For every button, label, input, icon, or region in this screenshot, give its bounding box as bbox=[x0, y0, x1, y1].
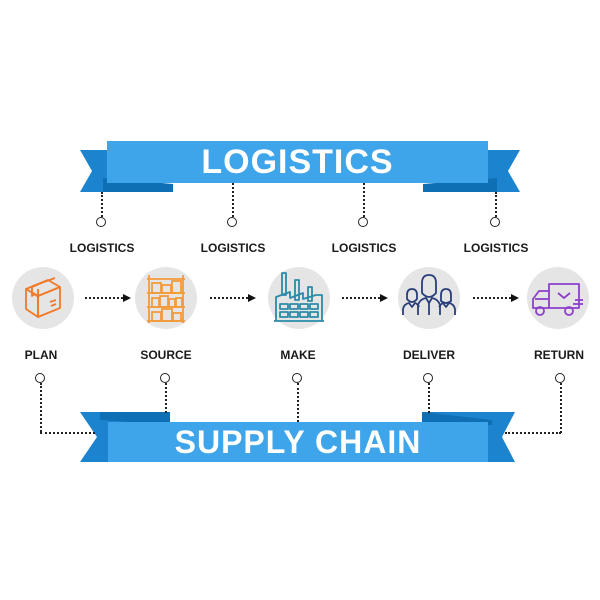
connector-node bbox=[555, 373, 565, 383]
connector-line bbox=[505, 432, 561, 434]
connector-line bbox=[495, 192, 497, 217]
step-label-source: SOURCE bbox=[140, 348, 192, 362]
connector-node bbox=[35, 373, 45, 383]
step-label-return: RETURN bbox=[534, 348, 584, 362]
step-label-deliver: DELIVER bbox=[402, 348, 455, 362]
connector-line bbox=[560, 383, 562, 433]
plan-step-icon-container bbox=[12, 267, 74, 329]
connector-node bbox=[490, 217, 500, 227]
deliver-step-icon-container bbox=[398, 267, 460, 329]
delivery-truck-icon bbox=[532, 283, 583, 316]
connector-line bbox=[101, 192, 103, 217]
supply-chain-title: SUPPLY CHAIN bbox=[174, 424, 422, 460]
step-label-plan: PLAN bbox=[24, 348, 58, 362]
connector-node bbox=[292, 373, 302, 383]
connector-node bbox=[423, 373, 433, 383]
logistics-label: LOGISTICS bbox=[200, 241, 266, 255]
logistics-title: LOGISTICS bbox=[201, 143, 394, 181]
connector-line bbox=[165, 383, 167, 413]
connector-line bbox=[428, 383, 430, 413]
flow-arrow bbox=[85, 294, 131, 302]
return-step-icon-container bbox=[527, 267, 589, 329]
connector-line bbox=[232, 183, 234, 217]
bottom-ribbon-left-fold bbox=[100, 412, 170, 425]
connector-line bbox=[363, 183, 365, 217]
logistics-label: LOGISTICS bbox=[463, 241, 529, 255]
step-label-make: MAKE bbox=[280, 348, 316, 362]
flow-arrow bbox=[473, 294, 519, 302]
warehouse-shelves-icon bbox=[147, 275, 185, 323]
connector-line bbox=[40, 383, 42, 432]
flow-arrow bbox=[210, 294, 256, 302]
connector-node bbox=[227, 217, 237, 227]
connector-node bbox=[96, 217, 106, 227]
source-step-icon-container bbox=[135, 267, 197, 329]
connector-node bbox=[358, 217, 368, 227]
connector-line bbox=[40, 432, 95, 434]
bottom-ribbon-main bbox=[108, 422, 488, 462]
factory-icon bbox=[274, 272, 324, 322]
team-people-icon bbox=[402, 274, 456, 315]
connector-line bbox=[297, 383, 299, 422]
flow-arrow bbox=[342, 294, 388, 302]
ribbon-main bbox=[107, 141, 488, 183]
box-icon bbox=[25, 277, 61, 318]
logistics-label: LOGISTICS bbox=[69, 241, 135, 255]
bottom-ribbon-right-fold bbox=[422, 412, 492, 425]
make-step-icon-container bbox=[268, 267, 330, 329]
connector-node bbox=[160, 373, 170, 383]
logistics-label: LOGISTICS bbox=[331, 241, 397, 255]
